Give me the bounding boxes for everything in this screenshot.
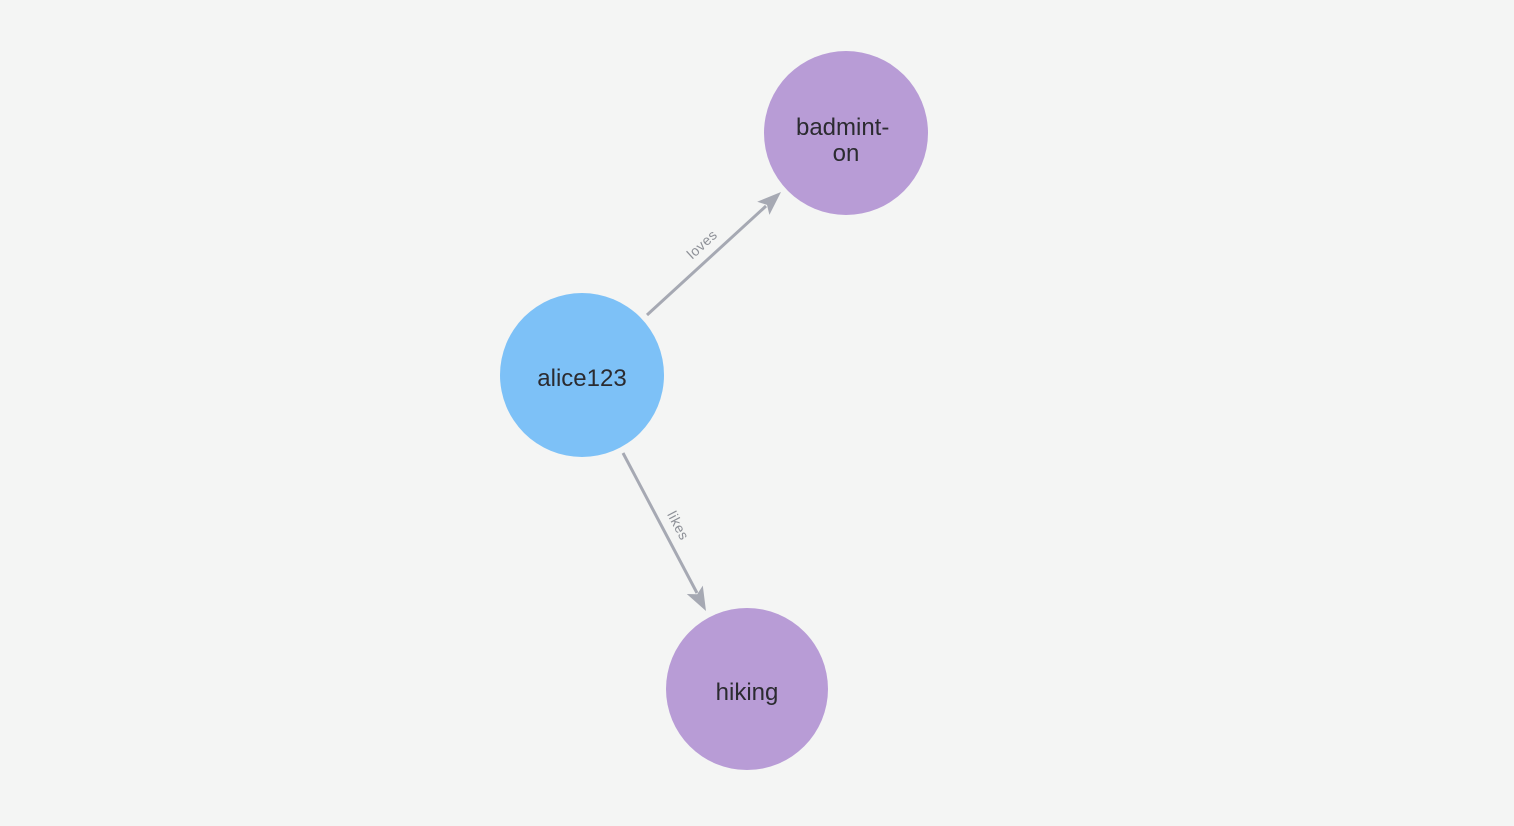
node-alice123-label: alice123 bbox=[537, 365, 626, 392]
node-hiking-circle[interactable] bbox=[666, 608, 828, 770]
node-badminton-label: badmint- on bbox=[796, 114, 896, 167]
node-alice123-circle[interactable] bbox=[500, 293, 664, 457]
edge-loves-arrowhead-icon bbox=[757, 192, 781, 215]
node-badminton-circle[interactable] bbox=[764, 51, 928, 215]
node-hiking: hiking bbox=[666, 608, 828, 770]
node-badminton-label-line1: badmint- bbox=[796, 114, 889, 141]
edge-loves-line[interactable] bbox=[645, 204, 768, 317]
edge-likes-arrowhead-icon bbox=[686, 585, 706, 611]
node-badminton: badmint- on bbox=[764, 51, 928, 215]
edge-likes-line[interactable] bbox=[621, 452, 699, 594]
node-hiking-label: hiking bbox=[716, 679, 779, 706]
node-alice123: alice123 bbox=[500, 293, 664, 457]
node-badminton-label-line2: on bbox=[833, 140, 860, 167]
